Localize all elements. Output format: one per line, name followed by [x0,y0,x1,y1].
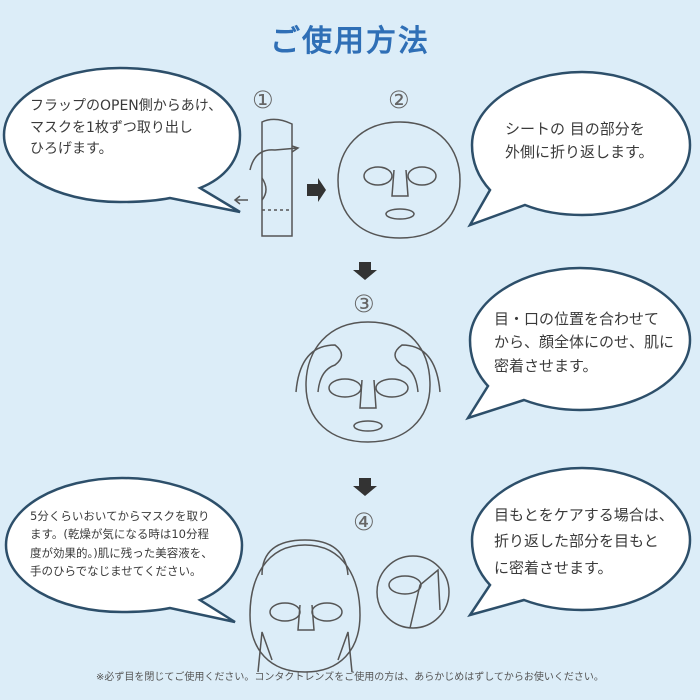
unfolded-mask-illustration [337,121,461,239]
arrow-down-icon [353,262,377,280]
text-line: 5分くらいおいてからマスクを取り [30,509,210,523]
step-2-text: シートの 目の部分を 外側に折り返します。 [505,118,654,165]
speech-bubble-3 [465,266,692,421]
step-1-text: フラップのOPEN側からあけ、 マスクを1枚ずつ取り出し ひろげます。 [30,96,222,161]
arrow-right-icon [307,178,326,202]
speech-bubble-5 [467,466,692,618]
speech-bubble-1 [2,66,242,214]
step-3-text: 目・口の位置を合わせて から、顔全体にのせ、肌に 密着させます。 [494,308,674,378]
step-number-2: ② [388,86,410,114]
page-title: ご使用方法 [270,24,430,59]
text-line: 密着させます。 [494,356,598,375]
step-4-text: 5分くらいおいてからマスクを取り ます。(乾燥が気になる時は10分程 度が効果的… [30,507,213,581]
text-line: 折り返した部分を目もと [494,532,659,551]
text-line: シートの 目の部分を [505,120,645,138]
text-line: 目もとをケアする場合は、 [494,506,674,524]
speech-bubble-4 [4,476,244,624]
removing-mask-illustration [249,539,361,673]
mask-package-illustration [233,118,300,237]
text-line: 外側に折り返します。 [505,143,654,162]
text-line: 度が効果的。)肌に残った美容液を、 [30,545,213,560]
text-line: フラップのOPEN側からあけ、 [30,98,223,114]
text-line: 目・口の位置を合わせて [494,310,660,328]
text-line: から、顔全体にのせ、肌に [494,333,675,352]
arrow-down-icon [353,478,377,496]
text-line: に密着させます。 [494,558,613,577]
text-line: マスクを1枚ずつ取り出し [30,119,193,136]
applying-mask-illustration [295,321,441,443]
eye-care-tip-text: 目もとをケアする場合は、 折り返した部分を目もと に密着させます。 [494,502,674,581]
text-line: ます。(乾燥が気になる時は10分程 [30,527,209,542]
step-number-3: ③ [353,290,375,318]
step-number-1: ① [252,86,274,114]
text-line: 手のひらでなじませてください。 [30,564,202,579]
caution-note: ※必ず目を閉じてご使用ください。コンタクトレンズをご使用の方は、あらかじめはずし… [96,672,604,683]
text-line: ひろげます。 [30,141,113,158]
step-number-4: ④ [353,508,375,536]
speech-bubble-2 [467,70,692,228]
eye-care-illustration [376,555,450,629]
